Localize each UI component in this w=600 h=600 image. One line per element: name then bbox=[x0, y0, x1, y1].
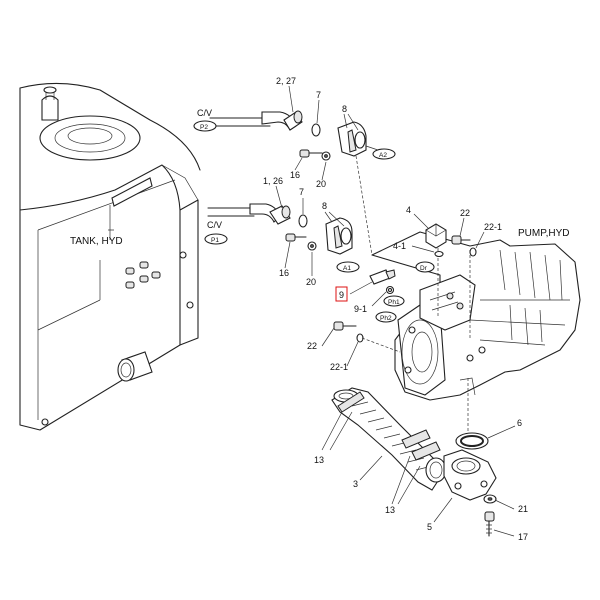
hydraulic-tank[interactable]: TANK, HYD bbox=[19, 82, 201, 431]
washer-22-1-upper[interactable] bbox=[469, 247, 477, 257]
label-13-right[interactable]: 13 bbox=[385, 505, 395, 515]
label-1-26[interactable]: 1, 26 bbox=[263, 176, 283, 186]
seal-ring-6[interactable] bbox=[455, 432, 489, 450]
leader-lines bbox=[275, 85, 516, 537]
label-21[interactable]: 21 bbox=[518, 504, 528, 514]
tag-a2-outline bbox=[372, 148, 396, 160]
label-8-upper[interactable]: 8 bbox=[342, 104, 347, 114]
label-20-lower[interactable]: 20 bbox=[306, 277, 316, 287]
label-4[interactable]: 4 bbox=[406, 205, 411, 215]
tag-p1: P1 bbox=[211, 237, 219, 244]
suction-hose-3[interactable] bbox=[331, 387, 447, 491]
hose-clamp-13b[interactable] bbox=[401, 429, 431, 449]
tag-dr: Dr bbox=[420, 265, 428, 272]
tag-a1-outline bbox=[336, 261, 360, 273]
label-16-upper[interactable]: 16 bbox=[290, 170, 300, 180]
label-9-1[interactable]: 9-1 bbox=[354, 304, 367, 314]
label-17[interactable]: 17 bbox=[518, 532, 528, 542]
washer-21[interactable] bbox=[483, 494, 497, 504]
tank-label: TANK, HYD bbox=[70, 236, 123, 247]
label-22-lower[interactable]: 22 bbox=[307, 341, 317, 351]
label-2-27[interactable]: 2, 27 bbox=[276, 76, 296, 86]
tag-a2: A2 bbox=[379, 152, 387, 159]
oring-7-upper[interactable] bbox=[311, 123, 321, 137]
oring-7-lower[interactable] bbox=[298, 214, 308, 228]
label-22-1-upper[interactable]: 22-1 bbox=[484, 222, 502, 232]
label-9[interactable]: 9 bbox=[339, 290, 344, 300]
bolt-16-lower[interactable] bbox=[285, 233, 307, 242]
flange-8-lower[interactable] bbox=[325, 217, 353, 255]
tag-ph1: Ph1 bbox=[388, 299, 400, 306]
tag-a1: A1 bbox=[343, 265, 351, 272]
fitting-4[interactable] bbox=[425, 223, 447, 249]
tag-ph2-outline bbox=[375, 311, 397, 323]
part-number-labels: 2, 27 7 8 16 20 1, 26 7 8 16 20 4 4-1 22… bbox=[263, 76, 528, 542]
bolt-22-lower[interactable] bbox=[333, 321, 357, 331]
label-7-upper[interactable]: 7 bbox=[316, 90, 321, 100]
selected-part-highlight[interactable] bbox=[335, 286, 348, 302]
bolt-17[interactable] bbox=[484, 511, 495, 537]
tag-p2: P2 bbox=[200, 124, 208, 131]
oring-4-1[interactable] bbox=[434, 250, 444, 258]
pump-label: PUMP,HYD bbox=[518, 228, 570, 239]
label-3[interactable]: 3 bbox=[353, 479, 358, 489]
label-8-lower[interactable]: 8 bbox=[322, 201, 327, 211]
flange-8-upper[interactable] bbox=[337, 121, 367, 157]
label-4-1[interactable]: 4-1 bbox=[393, 241, 406, 251]
washer-20-upper[interactable] bbox=[321, 151, 331, 161]
label-22-upper[interactable]: 22 bbox=[460, 208, 470, 218]
hose-clamp-13c[interactable] bbox=[411, 441, 441, 461]
label-5[interactable]: 5 bbox=[427, 522, 432, 532]
fitting-9[interactable] bbox=[369, 269, 396, 285]
cv-label-lower: C/V bbox=[207, 220, 222, 230]
label-7-lower[interactable]: 7 bbox=[299, 187, 304, 197]
label-20-upper[interactable]: 20 bbox=[316, 179, 326, 189]
hose-clamp-13a[interactable] bbox=[337, 391, 365, 413]
label-6[interactable]: 6 bbox=[517, 418, 522, 428]
label-22-1-lower[interactable]: 22-1 bbox=[330, 362, 348, 372]
tag-ph1-outline bbox=[383, 295, 405, 307]
bolt-16-upper[interactable] bbox=[299, 149, 323, 158]
tag-dr-outline bbox=[415, 261, 435, 273]
hydraulic-pump[interactable]: PUMP,HYD bbox=[371, 228, 581, 401]
cv-label-upper: C/V bbox=[197, 108, 212, 118]
bolt-22-upper[interactable] bbox=[451, 235, 471, 245]
oring-9-1[interactable] bbox=[385, 285, 395, 295]
label-16-lower[interactable]: 16 bbox=[279, 268, 289, 278]
upper-hose-assembly[interactable]: C/V P2 bbox=[193, 108, 303, 132]
tag-ph2: Ph2 bbox=[380, 315, 392, 322]
label-13-left[interactable]: 13 bbox=[314, 455, 324, 465]
lower-hose-assembly[interactable]: C/V P1 bbox=[204, 203, 291, 245]
washer-20-lower[interactable] bbox=[307, 241, 317, 251]
elbow-5[interactable] bbox=[443, 449, 497, 501]
